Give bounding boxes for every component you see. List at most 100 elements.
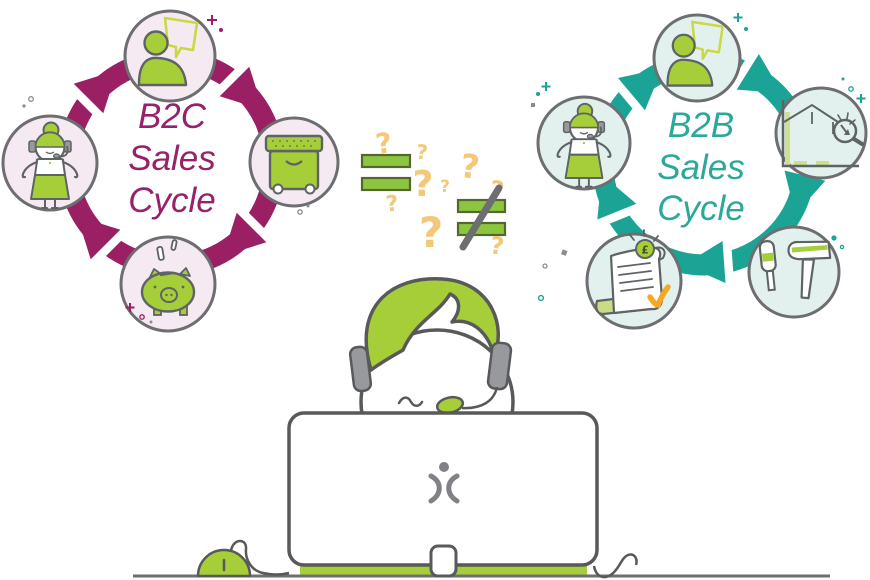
- b2c-cycle-diagram: B2C Sales Cycle: [1, 9, 340, 333]
- question-mark: ?: [415, 139, 429, 164]
- sparkle-ring-dot: [537, 294, 545, 302]
- chart-line: [783, 103, 842, 125]
- b2b-ring-gap: [591, 201, 645, 230]
- b2b-stage-circle: [747, 225, 841, 319]
- piggy-snout: [160, 287, 178, 303]
- sparkle-ring-dot: [839, 244, 845, 250]
- b2c-arrow-bottom-left-icon: [77, 216, 121, 260]
- question-mark: ?: [458, 146, 482, 187]
- chart-bar: [785, 112, 790, 165]
- box-lid-texture: [272, 140, 316, 147]
- b2c-ring-gap: [86, 225, 131, 270]
- equals-bar: [360, 153, 412, 169]
- laptop-brand-logo-icon: [428, 462, 460, 504]
- b2b-title-line2: Sales: [657, 148, 745, 187]
- b2c-stage-payment: [119, 235, 217, 333]
- b2b-cycle-diagram: £ B2B Sales Cycle: [536, 13, 868, 330]
- sparkle-plus-icon: [207, 15, 217, 25]
- b2b-arrow-right-icon: [784, 170, 826, 215]
- mouse-cable: [229, 539, 290, 576]
- b2c-stage-support: [1, 114, 99, 212]
- b2c-stage-circle: [123, 9, 217, 103]
- agent-hair: [364, 277, 500, 372]
- falling-coin: [156, 245, 165, 261]
- chart-magnifier-icon: [781, 100, 864, 168]
- equals-bar: [456, 221, 507, 237]
- box-handle: [285, 160, 303, 166]
- sparkle-dot: [841, 77, 845, 81]
- logo-dot: [439, 462, 449, 472]
- magnifier-arrow: [840, 124, 848, 134]
- b2b-title-line1: B2B: [668, 106, 734, 145]
- b2c-arrow-top-right-icon: [219, 66, 263, 110]
- confused-agent-scene: [133, 277, 830, 579]
- sparkle-dot: [149, 320, 153, 324]
- b2b-stage-support: [536, 95, 632, 191]
- not-equals-slash: [459, 184, 503, 251]
- b2b-stage-prospect: [652, 13, 742, 103]
- b2c-ring-gap: [209, 56, 254, 101]
- b2b-stage-analysis: [774, 86, 868, 180]
- contract-coin-icon: £: [595, 229, 671, 316]
- question-mark: ?: [385, 191, 400, 217]
- sparkle-plus-icon: [125, 303, 135, 312]
- sparkle-plus-icon: [856, 94, 866, 103]
- comparison-symbols: ? ? ? ? ? ? ? ? ?: [360, 126, 507, 261]
- magnifier-handle: [852, 137, 864, 146]
- pound-coin-icon: [635, 239, 655, 259]
- b2b-arrow-bottom-left-icon: [597, 174, 637, 220]
- sparkle-ring-dot: [297, 209, 303, 215]
- sparkle-dot: [219, 28, 223, 32]
- sparkle-square: [561, 249, 568, 256]
- b2c-title-line2: Sales: [128, 139, 216, 178]
- box-lid: [264, 134, 324, 153]
- sparkle-ring-dot: [28, 96, 34, 102]
- screwdriver-icon: [758, 240, 777, 292]
- chart-axes: [781, 100, 859, 168]
- b2b-arrow-top-right-icon: [736, 54, 782, 93]
- question-mark: ?: [419, 208, 443, 257]
- sparkle-dot: [831, 235, 837, 241]
- b2c-title-line1: B2C: [138, 97, 207, 136]
- hammer-icon: [787, 240, 832, 300]
- headphone-earcup-left-icon: [348, 345, 373, 393]
- not-equals-sign-icon: [456, 184, 507, 251]
- mic-arm: [461, 386, 499, 410]
- b2b-stage-contract: £: [585, 229, 683, 330]
- b2c-title: B2C Sales Cycle: [128, 97, 216, 220]
- question-mark: ?: [373, 126, 394, 161]
- currency-symbol: £: [641, 245, 648, 257]
- coin-slot: [159, 271, 175, 277]
- laptop-cable: [592, 553, 638, 579]
- furrowed-brow: [397, 396, 424, 407]
- b2c-arrow-top-left-icon: [73, 70, 117, 114]
- box-foot-notch: [272, 183, 284, 195]
- chart-bar: [816, 161, 829, 166]
- question-mark: ?: [488, 231, 506, 261]
- sparkle-square: [531, 103, 535, 107]
- equals-sign-icon: [360, 153, 412, 192]
- b2b-ring-gap: [726, 44, 763, 95]
- headphone-earcup-right-icon: [486, 341, 513, 391]
- magnifier-sparks: [837, 112, 856, 125]
- product-box-icon: [264, 134, 324, 195]
- sparkle-dot: [536, 92, 540, 96]
- equals-bar: [360, 176, 412, 192]
- question-mark: ?: [440, 177, 450, 197]
- box-foot-notch: [304, 183, 316, 195]
- laptop-lid: [287, 411, 599, 567]
- sparkle-ring-dot: [542, 263, 548, 269]
- nostril: [170, 293, 173, 297]
- laptop-hinge: [429, 544, 458, 578]
- sparkle-dot: [306, 204, 310, 208]
- hammer-handle: [800, 258, 816, 300]
- chart-bar: [794, 161, 807, 166]
- b2c-ring-gap: [63, 79, 108, 124]
- magnifier-arrowhead: [844, 129, 850, 135]
- b2b-stage-circle: [774, 86, 868, 180]
- b2b-stage-circle: [652, 13, 742, 103]
- sparkle-plus-icon: [733, 13, 743, 22]
- screwdriver-shaft: [765, 269, 776, 292]
